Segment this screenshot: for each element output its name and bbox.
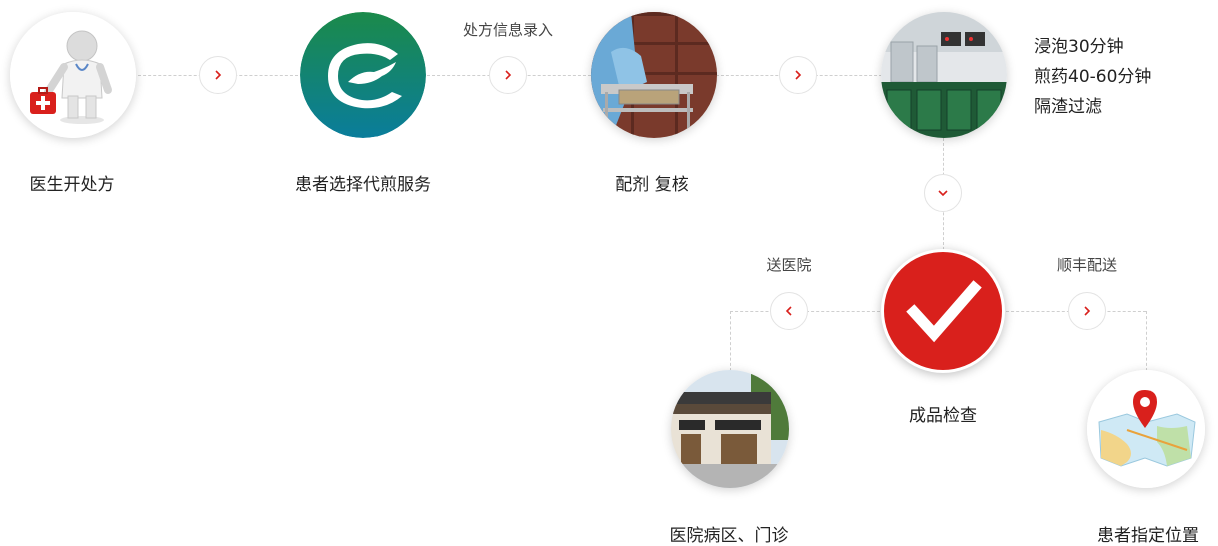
prev-arrow-button[interactable] [770, 292, 808, 330]
chevron-down-icon [938, 190, 948, 197]
step-patient-label: 患者指定位置 [1097, 526, 1199, 546]
decoction-step: 煎药40-60分钟 [1034, 67, 1152, 87]
step-check-label: 成品检查 [909, 406, 977, 426]
decoction-step: 浸泡30分钟 [1034, 37, 1124, 57]
chevron-right-icon [1084, 306, 1091, 316]
step-hospital-label: 医院病区、门诊 [669, 526, 789, 546]
step-doctor-label: 医生开处方 [29, 175, 115, 195]
note-express: 顺丰配送 [1056, 256, 1118, 274]
chevron-left-icon [785, 306, 792, 316]
decoction-machine-image [881, 12, 1007, 138]
next-arrow-button[interactable] [1068, 292, 1106, 330]
decoction-step: 隔渣过滤 [1034, 97, 1102, 117]
dispense-image [591, 12, 717, 138]
connector-line [730, 311, 731, 371]
note-to-hospital: 送医院 [766, 256, 812, 274]
connector-line [1146, 311, 1147, 371]
decoction-steps: 浸泡30分钟 煎药40-60分钟 隔渣过滤 [1034, 32, 1151, 122]
note-entry: 处方信息录入 [462, 21, 554, 39]
service-logo [300, 12, 426, 138]
check-image [881, 249, 1005, 373]
map-image [1087, 370, 1205, 488]
next-arrow-button[interactable] [489, 56, 527, 94]
step-dispense-label: 配剂 复核 [615, 175, 689, 195]
step-choose-label: 患者选择代煎服务 [295, 175, 431, 195]
next-arrow-button[interactable] [199, 56, 237, 94]
chevron-right-icon [505, 70, 512, 80]
checkmark-icon [906, 280, 982, 343]
chevron-right-icon [795, 70, 802, 80]
doctor-image [10, 12, 136, 138]
down-arrow-button[interactable] [924, 174, 962, 212]
chevron-right-icon [215, 70, 222, 80]
next-arrow-button[interactable] [779, 56, 817, 94]
hospital-image [671, 370, 789, 488]
